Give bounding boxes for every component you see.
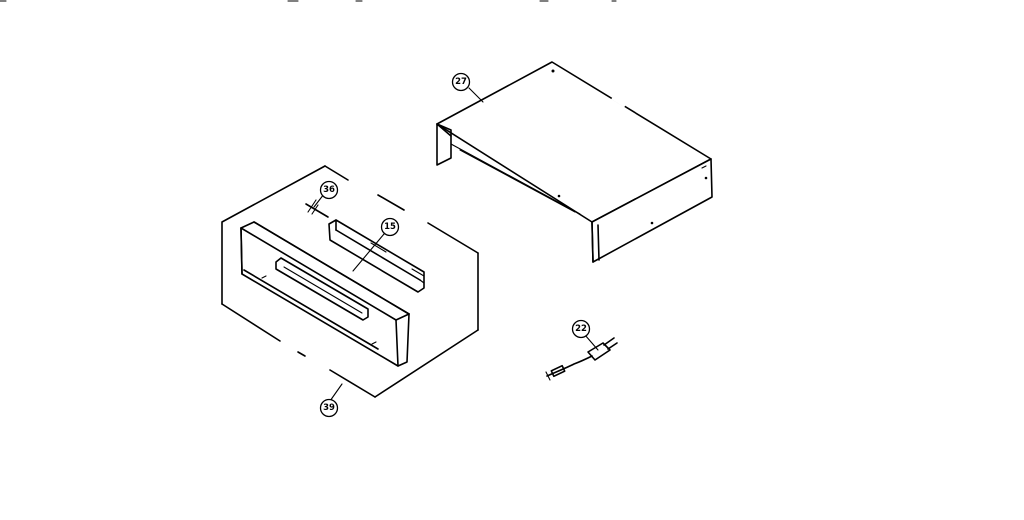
svg-text:15: 15 — [384, 222, 396, 232]
callout-27: 27 — [451, 72, 471, 92]
callout-36: 36 — [319, 180, 339, 200]
svg-text:27: 27 — [455, 77, 467, 87]
front-panel-assembly — [221, 165, 479, 398]
svg-text:39: 39 — [323, 403, 335, 413]
callout-22: 22 — [571, 319, 591, 339]
callout-15: 15 — [380, 217, 400, 237]
callout-39: 39 — [319, 398, 339, 418]
svg-text:22: 22 — [575, 324, 587, 334]
top-cover — [436, 61, 713, 263]
svg-text:36: 36 — [323, 185, 335, 195]
power-cord — [545, 337, 618, 381]
